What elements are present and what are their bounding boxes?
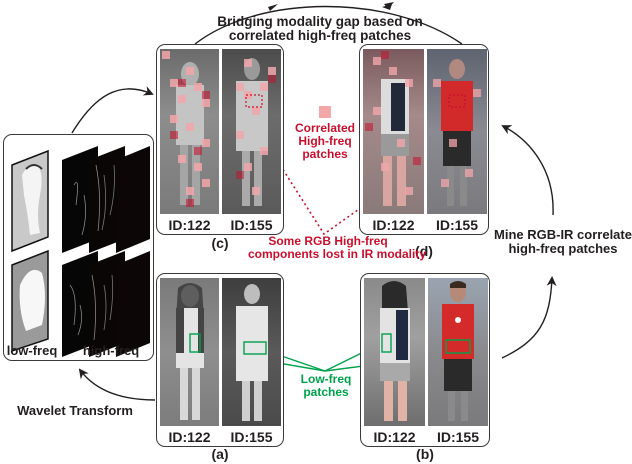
panel-a-id-155: ID:155 (230, 429, 273, 445)
low-freq-label: low-freq (6, 343, 58, 358)
title-line1: Bridging modality gap based on (217, 14, 423, 29)
wavelet-panel: low-freq high-freq (3, 134, 154, 361)
mine-line1: Mine RGB-IR correlated (494, 227, 632, 242)
correlated-line3: patches (302, 146, 348, 161)
lowfreq-line1: Low-freq (300, 372, 352, 386)
panel-b-caption: (b) (416, 446, 434, 462)
panel-c: ID:122 ID:155 (156, 44, 284, 235)
panel-a: ID:122 ID:155 (156, 273, 284, 447)
high-freq-label: high-freq (82, 343, 140, 358)
panel-a-image-122 (160, 278, 219, 426)
mine-line2: high-freq patches (508, 240, 618, 256)
panel-d-image-155 (427, 49, 487, 214)
title-line2: correlated high-freq patches (228, 28, 412, 44)
arrow-a-to-wavelet (78, 368, 156, 401)
panel-c-id-155: ID:155 (230, 217, 273, 233)
lost-note-line1: Some RGB High-freq (268, 234, 388, 248)
arrow-wavelet-to-c (71, 86, 154, 134)
panel-b-id-155: ID:155 (436, 429, 480, 445)
panel-c-caption: (c) (211, 235, 229, 251)
mine-correlated-label: Mine RGB-IR correlated high-freq patches (494, 228, 632, 255)
panel-b-image-155 (428, 278, 488, 426)
lost-note-line2: components lost in IR modality (248, 246, 427, 261)
arrow-mine-to-d (501, 125, 554, 216)
correlated-line1: Correlated (294, 121, 356, 135)
panel-a-id-122: ID:122 (168, 429, 211, 445)
panel-a-caption: (a) (211, 446, 229, 462)
lowfreq-patch-box (189, 333, 201, 353)
top-arc (194, 5, 463, 45)
panel-d: ID:122 ID:155 (359, 44, 489, 235)
lost-components-note: Some RGB High-freq components lost in IR… (248, 234, 427, 261)
wavelet-transform-label: Wavelet Transform (17, 403, 133, 418)
panel-b: ID:122 ID:155 (360, 273, 490, 447)
panel-b-id-122: ID:122 (373, 429, 416, 445)
wavelet-images (11, 146, 150, 357)
arrow-b-to-mine (501, 276, 557, 359)
correlated-patch-swatch-icon (319, 106, 331, 118)
dashed-patch-highlight (245, 94, 263, 108)
correlated-patches-label: Correlated High-freq patches (285, 122, 365, 161)
panel-a-image-155 (222, 278, 281, 426)
lowfreq-line2: patches (303, 384, 349, 399)
panel-d-id-122: ID:122 (372, 217, 415, 233)
panel-d-image-122 (363, 49, 424, 214)
correlated-line2: High-freq (298, 133, 352, 148)
title: Bridging modality gap based on correlate… (190, 14, 450, 44)
panel-c-image-155 (222, 49, 281, 214)
panel-d-caption: (d) (415, 243, 433, 259)
panel-c-image-122 (160, 49, 219, 214)
lowfreq-patches-label: Low-freq patches (288, 373, 364, 399)
panel-b-image-122 (364, 278, 425, 426)
panel-c-id-122: ID:122 (168, 217, 211, 233)
arrow-head-right-icon (268, 4, 278, 11)
panel-d-id-155: ID:155 (435, 217, 479, 233)
